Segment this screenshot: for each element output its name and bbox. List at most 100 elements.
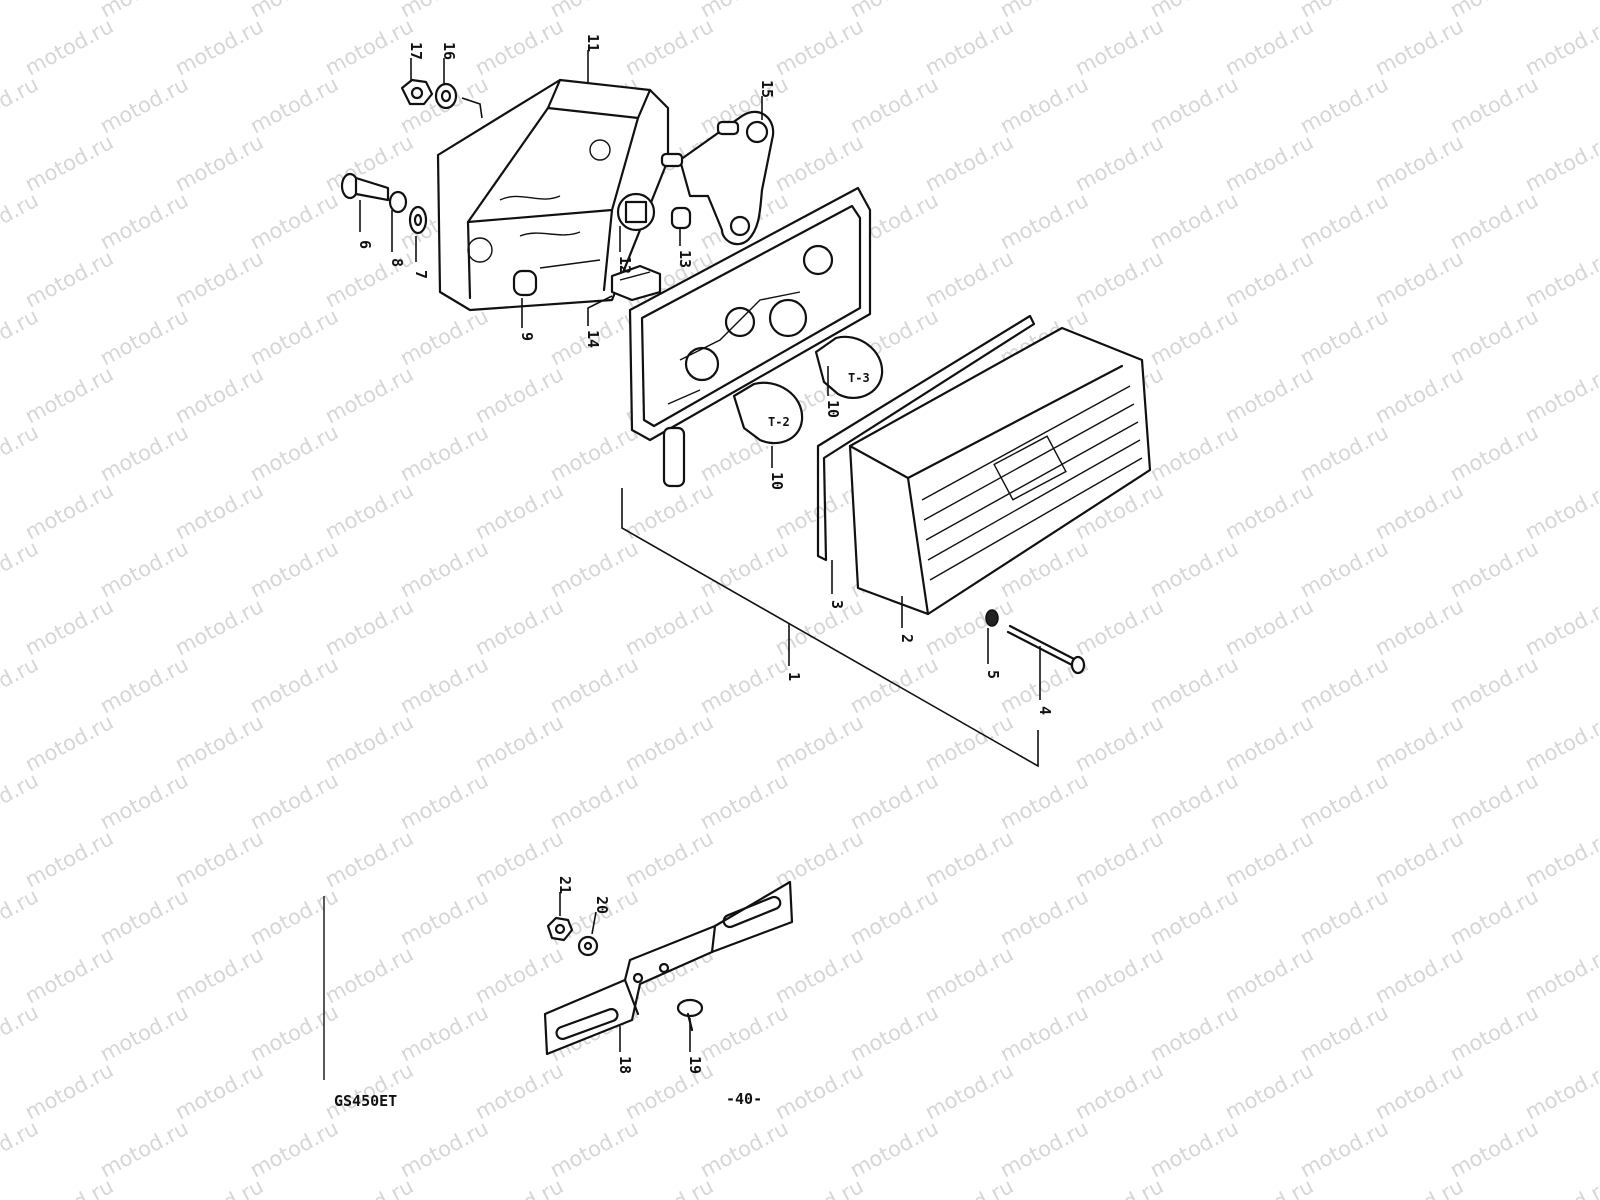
clip-icon [610,264,662,302]
watermark-text: motod.ru [471,478,567,544]
grommet-icon [670,206,692,230]
bolt-icon [340,172,390,202]
connector-socket-icon [616,192,656,232]
watermark-text: motod.ru [321,1174,417,1200]
watermark-text: motod.ru [171,130,267,196]
watermark-text: motod.ru [246,0,342,22]
watermark-text: motod.ru [546,0,642,22]
screw-icon [676,998,704,1032]
watermark-text: motod.ru [96,304,192,370]
watermark-text: motod.ru [246,420,342,486]
watermark-text: motod.ru [921,1058,1017,1124]
part-label-2: 2 [898,634,916,643]
part-label-14: 14 [584,330,602,348]
watermark-text: motod.ru [471,942,567,1008]
watermark-text: motod.ru [1521,1058,1600,1124]
watermark-text: motod.ru [96,420,192,486]
watermark-text: motod.ru [21,710,117,776]
watermark-text: motod.ru [1146,1000,1242,1066]
watermark-text: motod.ru [1446,72,1542,138]
watermark-text: motod.ru [1071,942,1167,1008]
watermark-text: motod.ru [1371,594,1467,660]
watermark-text: motod.ru [1596,72,1600,138]
watermark-text: motod.ru [921,826,1017,892]
watermark-text: motod.ru [1296,652,1392,718]
watermark-text: motod.ru [246,1116,342,1182]
watermark-text: motod.ru [996,884,1092,950]
watermark-text: motod.ru [1146,768,1242,834]
watermark-text: motod.ru [996,1116,1092,1182]
watermark-text: motod.ru [921,710,1017,776]
watermark-text: motod.ru [0,0,42,22]
watermark-text: motod.ru [1446,1116,1542,1182]
watermark-text: motod.ru [1446,884,1542,950]
watermark-text: motod.ru [471,826,567,892]
watermark-text: motod.ru [21,14,117,80]
watermark-text: motod.ru [246,188,342,254]
watermark-text: motod.ru [1446,420,1542,486]
watermark-text: motod.ru [1521,942,1600,1008]
watermark-text: motod.ru [1071,594,1167,660]
bulb-socket-plate-icon [628,186,872,488]
watermark-text: motod.ru [1071,710,1167,776]
watermark-text: motod.ru [396,1116,492,1182]
part-label-9: 9 [518,332,536,341]
watermark-text: motod.ru [621,478,717,544]
watermark-text: motod.ru [771,130,867,196]
watermark-text: motod.ru [546,536,642,602]
watermark-text: motod.ru [0,1000,42,1066]
watermark-text: motod.ru [1371,246,1467,312]
svg-text:T-2: T-2 [768,415,790,429]
watermark-text: motod.ru [396,536,492,602]
watermark-text: motod.ru [471,1058,567,1124]
watermark-text: motod.ru [1596,304,1600,370]
watermark-text: motod.ru [321,826,417,892]
watermark-text: motod.ru [1221,14,1317,80]
watermark-text: motod.ru [171,826,267,892]
watermark-text: motod.ru [1296,1000,1392,1066]
watermark-text: motod.ru [1296,0,1392,22]
watermark-text: motod.ru [1596,420,1600,486]
watermark-text: motod.ru [321,942,417,1008]
watermark-text: motod.ru [696,652,792,718]
watermark-text: motod.ru [396,1000,492,1066]
watermark-text: motod.ru [96,884,192,950]
watermark-text: motod.ru [21,594,117,660]
watermark-text: motod.ru [1521,1174,1600,1200]
taillight-lens-icon [848,326,1152,616]
watermark-text: motod.ru [471,710,567,776]
nut-icon [546,916,574,942]
watermark-text: motod.ru [1371,14,1467,80]
watermark-text: motod.ru [246,72,342,138]
watermark-text: motod.ru [1446,1000,1542,1066]
watermark-text: motod.ru [621,1174,717,1200]
watermark-text: motod.ru [696,536,792,602]
watermark-text: motod.ru [696,0,792,22]
model-code: GS450ET [334,1092,397,1110]
part-label-15: 15 [758,80,776,98]
watermark-text: motod.ru [1521,14,1600,80]
watermark-text: motod.ru [0,1116,42,1182]
watermark-text: motod.ru [1146,1116,1242,1182]
watermark-text: motod.ru [96,0,192,22]
watermark-text: motod.ru [546,420,642,486]
watermark-text: motod.ru [1296,420,1392,486]
part-label-4: 4 [1036,706,1054,715]
watermark-text: motod.ru [321,594,417,660]
mounting-bracket-icon [660,110,775,246]
watermark-text: motod.ru [1596,884,1600,950]
part-label-19: 19 [686,1056,704,1074]
license-bracket-icon [543,880,794,1056]
lens-gasket-icon [816,314,1036,562]
watermark-text: motod.ru [246,536,342,602]
watermark-text: motod.ru [1296,536,1392,602]
watermark-text: motod.ru [0,768,42,834]
watermark-text: motod.ru [921,942,1017,1008]
watermark-text: motod.ru [396,420,492,486]
watermark-text: motod.ru [546,768,642,834]
washer-icon [408,205,428,235]
watermark-text: motod.ru [0,72,42,138]
part-label-17: 17 [407,42,425,60]
